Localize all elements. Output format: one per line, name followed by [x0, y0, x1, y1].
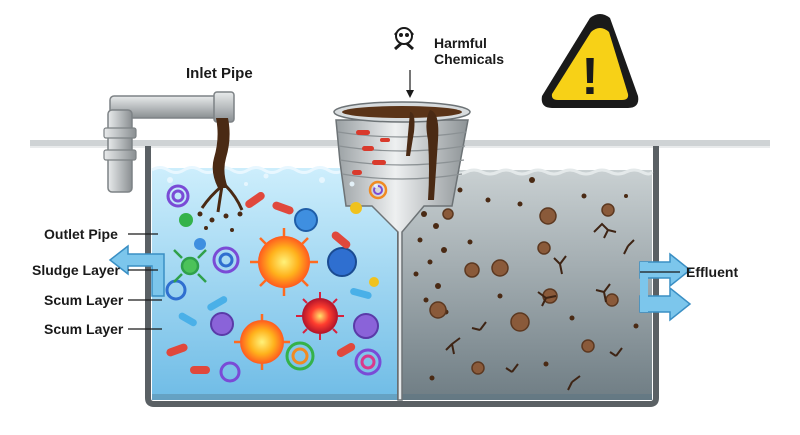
green-microbe — [173, 249, 207, 283]
scum-layer-label-2: Scum Layer — [44, 321, 124, 337]
blue-cell — [327, 247, 357, 277]
yellow-dot — [369, 277, 379, 287]
yellow-dot — [350, 202, 362, 214]
red-microbe — [296, 292, 344, 340]
rod-bacteria — [166, 191, 372, 374]
spiral-microbes — [165, 184, 382, 383]
sludge-debris — [429, 177, 639, 391]
warning-triangle-icon: ! — [541, 14, 639, 108]
warning-symbol: ! — [581, 48, 598, 106]
inlet-pipe — [103, 91, 235, 193]
yellow-microbe-large — [250, 228, 318, 296]
chemical-funnel — [333, 101, 471, 401]
leader-lines — [128, 70, 680, 330]
beneficial-microbes — [165, 173, 382, 383]
purple-cell — [210, 312, 234, 336]
blue-cell — [194, 238, 206, 250]
scum-layer-label-1: Scum Layer — [44, 292, 124, 308]
harmful-chemicals-label-line2: Chemicals — [434, 51, 504, 67]
effluent-arrows — [639, 252, 692, 322]
sewage-inflow — [197, 118, 244, 232]
skull-crossbones-icon — [394, 27, 414, 51]
yellow-microbe-small — [234, 314, 290, 370]
sludge-layer-label: Sludge Layer — [32, 262, 120, 278]
tank-wall — [145, 146, 659, 407]
green-cell — [179, 213, 193, 227]
inlet-pipe-label: Inlet Pipe — [186, 65, 253, 82]
blue-cell — [294, 208, 318, 232]
outlet-arrow — [108, 244, 165, 297]
harmful-chemicals-label-line1: Harmful — [434, 35, 487, 51]
purple-cell — [353, 313, 379, 339]
effluent-label: Effluent — [686, 264, 738, 280]
chemicals-pointer — [406, 90, 414, 98]
outlet-pipe-label: Outlet Pipe — [44, 226, 118, 242]
bubbles — [167, 173, 378, 188]
